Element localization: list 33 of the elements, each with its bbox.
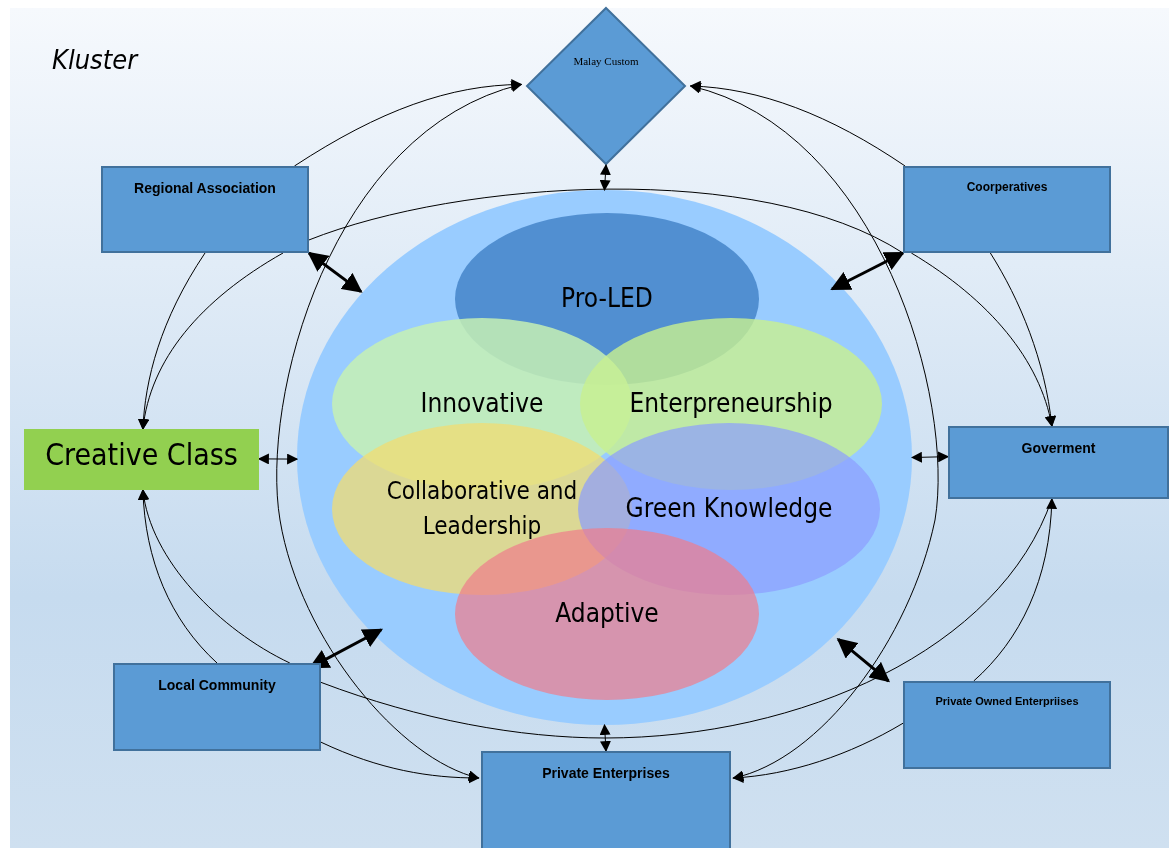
arrow [139,252,284,431]
process-box: Regional Association [101,166,309,253]
arrow [276,82,523,781]
process-box: Goverment [948,426,1169,499]
ellipse-label: Enterpreneurship [628,387,834,421]
ellipse-label: Pro-LED [560,282,654,316]
arrow [257,453,299,465]
process-box: Local Community [113,663,321,751]
arrow [689,84,939,781]
process-box: Private Owned Enterpriises [903,681,1111,769]
ellipse-label: Collaborative and Leadership [385,476,579,542]
process-box: Coorperatives [903,166,1111,253]
arrow [836,638,890,683]
connector-line [320,498,1053,739]
arrow [599,723,611,753]
ellipse-label: Innovative [419,387,545,421]
process-box: Private Enterprises [481,751,731,848]
diagram-title: Kluster [52,44,138,75]
arrow [732,722,904,783]
arrow [910,451,950,463]
arrow [139,488,291,664]
category-box: Creative Class [24,429,259,490]
arrow [307,251,363,293]
arrow [989,252,1057,428]
diamond-label: Malay Custom [572,55,640,69]
ellipse-label: Green Knowledge [624,492,834,526]
arrow [320,741,480,784]
ellipse-label: Adaptive [554,597,660,631]
arrow [973,497,1057,682]
arrow [830,251,905,291]
connector-line [308,188,904,254]
arrow [293,79,523,167]
arrow [599,163,611,192]
